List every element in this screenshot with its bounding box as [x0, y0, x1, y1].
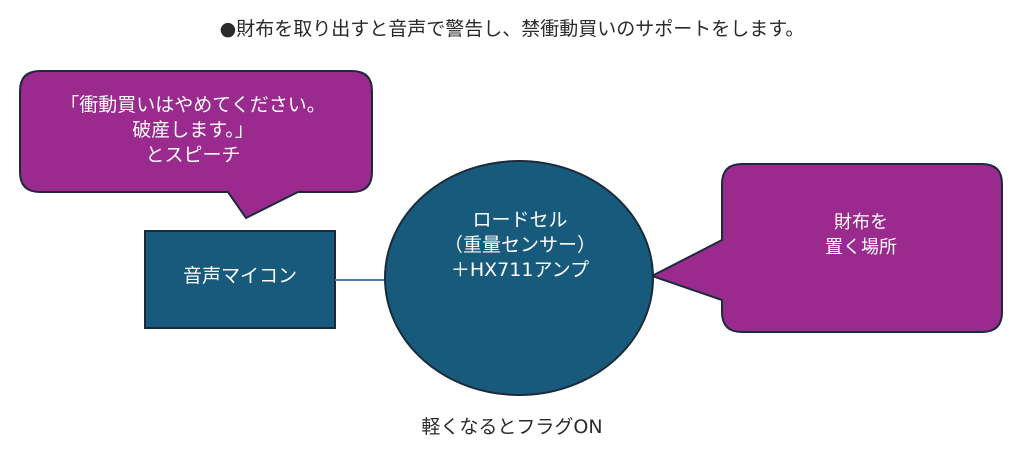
- page-title: ●財布を取り出すと音声で警告し、禁衝動買いのサポートをします。: [219, 18, 805, 40]
- speech-left-line1: 「衝動買いはやめてください。: [60, 94, 326, 116]
- speech-right-line2: 置く場所: [825, 237, 897, 258]
- load-cell-line3: ＋HX711アンプ: [450, 259, 590, 281]
- load-cell-line2: （重量センサー）: [443, 234, 596, 256]
- speech-bubble-right: [649, 163, 1003, 333]
- speech-left-line3: とスピーチ: [145, 144, 241, 166]
- speech-bubble-left: [19, 70, 373, 220]
- load-cell-circle: [384, 160, 654, 396]
- load-cell-text: ロードセル （重量センサー） ＋HX711アンプ: [405, 208, 635, 283]
- load-cell-line1: ロードセル: [472, 209, 568, 231]
- voice-mic-label: 音声マイコン: [182, 265, 297, 287]
- voice-mic-box: [144, 230, 336, 329]
- speech-left-line2: 破産します。」: [132, 119, 254, 141]
- speech-bubble-right-text: 財布を 置く場所: [722, 210, 1000, 260]
- load-cell-caption: 軽くなるとフラグON: [421, 416, 603, 438]
- speech-bubble-left-text: 「衝動買いはやめてください。 破産します。」 とスピーチ: [24, 93, 362, 168]
- speech-right-line1: 財布を: [834, 212, 888, 233]
